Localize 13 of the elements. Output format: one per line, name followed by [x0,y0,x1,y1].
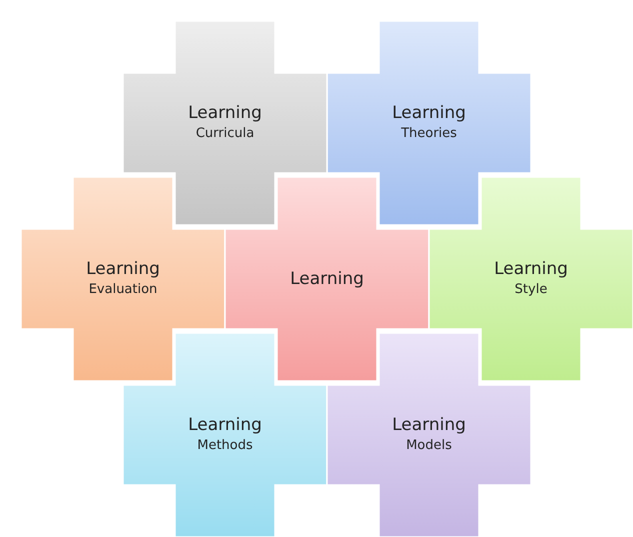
cross-subtitle: Curricula [196,125,254,143]
cross-title: Learning [86,258,160,280]
cross-subtitle: Theories [401,125,457,143]
cross-subtitle: Style [514,281,548,299]
cross-title: Learning [392,414,466,436]
cross-title: Learning [188,414,262,436]
cross-title: Learning [188,102,262,124]
cross-subtitle: Models [406,437,452,455]
cross-title: Learning [290,268,364,290]
cross-title: Learning [392,102,466,124]
cross-title: Learning [494,258,568,280]
cross-subtitle: Methods [197,437,253,455]
cross-subtitle: Evaluation [88,281,158,299]
